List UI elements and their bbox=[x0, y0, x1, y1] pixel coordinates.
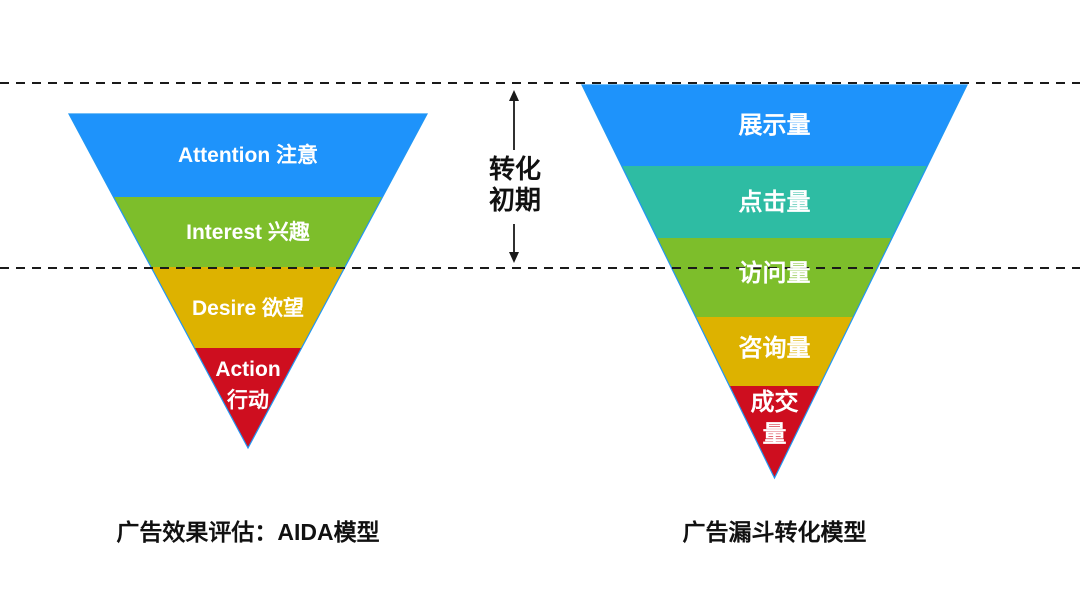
double-arrow-icon bbox=[509, 90, 519, 263]
conversion-layer-clicks bbox=[621, 166, 928, 238]
aida-layer-attention bbox=[69, 114, 427, 197]
aida-funnel-caption: 广告效果评估：AIDA模型 bbox=[116, 519, 379, 545]
aida-layer-desire bbox=[151, 267, 345, 348]
annotation-conversion-early-line1: 转化 bbox=[489, 154, 541, 184]
conversion-label-clicks: 点击量 bbox=[739, 189, 811, 216]
conversion-label-inquiries: 咨询量 bbox=[739, 335, 811, 362]
aida-label-action-line2: 行动 bbox=[226, 388, 269, 412]
conversion-layer-impressions bbox=[582, 85, 967, 166]
aida-label-attention: Attention 注意 bbox=[178, 143, 318, 167]
aida-funnel-outline bbox=[67, 113, 429, 450]
conversion-funnel-caption: 广告漏斗转化模型 bbox=[683, 519, 867, 545]
aida-funnel bbox=[67, 113, 429, 450]
conversion-label-deals-line1: 成交 bbox=[751, 388, 799, 416]
conversion-label-deals-line2: 量 bbox=[763, 421, 787, 448]
aida-label-interest: Interest 兴趣 bbox=[186, 221, 311, 244]
conversion-label-visits: 访问量 bbox=[739, 260, 811, 287]
aida-label-desire: Desire 欲望 bbox=[192, 296, 304, 320]
aida-layer-action bbox=[194, 348, 302, 448]
conversion-layer-inquiries bbox=[695, 317, 854, 386]
conversion-funnel bbox=[581, 84, 968, 480]
conversion-layer-deals bbox=[729, 386, 820, 478]
conversion-label-impressions: 展示量 bbox=[739, 112, 811, 139]
conversion-funnel-outline bbox=[581, 84, 968, 480]
aida-label-action-line1: Action bbox=[215, 358, 280, 381]
aida-layer-interest bbox=[113, 197, 383, 267]
annotation-conversion-early-line2: 初期 bbox=[489, 185, 541, 215]
conversion-layer-visits bbox=[656, 238, 893, 317]
